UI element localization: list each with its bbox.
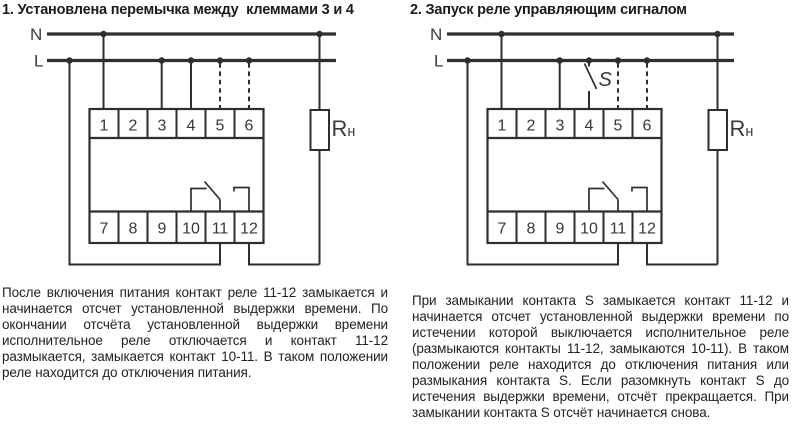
terminal-number: 1	[498, 118, 507, 135]
terminal-number: 11	[212, 221, 229, 238]
junction-dot	[216, 57, 224, 64]
terminal-number: 3	[556, 118, 565, 135]
terminal-number: 5	[614, 118, 623, 135]
terminal-number: 12	[638, 221, 656, 238]
load-resistor: Rн	[707, 109, 754, 151]
label-load: Rн	[332, 116, 356, 141]
terminal-number: 8	[527, 221, 536, 238]
power-line-n: N	[430, 25, 734, 44]
diagram2-description: При замыкании контакта S замыкается конт…	[412, 293, 789, 420]
terminal-number: 10	[580, 221, 598, 238]
power-line-n: N	[30, 25, 336, 44]
relay-contact	[190, 180, 250, 212]
terminal-number: 7	[100, 221, 109, 238]
control-switch: S	[583, 60, 613, 109]
resistor-body	[309, 109, 330, 151]
terminal-number: 7	[498, 221, 507, 238]
terminal-number: 5	[216, 118, 225, 135]
terminal-number: 8	[129, 221, 138, 238]
terminal-box: 1 2 3 4 5 6 7 8 9 10 11 12	[486, 107, 663, 245]
power-line-l: L	[34, 52, 336, 71]
wire-terminal-12-to-load	[646, 243, 718, 266]
label-n: N	[30, 25, 42, 44]
diagram-panel-jumper: 1. Установлена перемычка между клеммами …	[2, 2, 388, 380]
terminal-number: 6	[643, 118, 652, 135]
junction-dot	[245, 57, 253, 64]
wire-l-to-terminal-11	[466, 60, 619, 266]
label-switch: S	[599, 69, 613, 91]
terminal-number: 6	[245, 118, 254, 135]
label-n: N	[430, 25, 442, 44]
diagram1-schematic: N L	[30, 25, 356, 266]
terminal-number: 11	[610, 221, 627, 238]
switch-blade	[583, 63, 598, 90]
power-line-l: L	[434, 52, 734, 71]
terminal-number: 9	[158, 221, 167, 238]
terminal-number: 1	[100, 118, 109, 135]
resistor-body	[707, 109, 728, 151]
diagram2-title: 2. Запуск реле управляющим сигналом	[410, 2, 687, 18]
terminal-number: 3	[158, 118, 167, 135]
contact-blade	[203, 180, 221, 201]
terminal-number: 9	[556, 221, 565, 238]
terminal-number: 10	[182, 221, 200, 238]
relay-contact	[588, 180, 648, 212]
wire-l-to-terminal-11	[68, 60, 221, 266]
label-load: Rн	[730, 116, 754, 141]
contact-blade	[601, 180, 619, 201]
terminal-number: 4	[187, 118, 196, 135]
terminal-number: 4	[585, 118, 594, 135]
terminal-box: 1 2 3 4 5 6 7 8 9 10 11 12	[88, 107, 265, 245]
label-l: L	[34, 52, 43, 71]
label-l: L	[434, 52, 443, 71]
diagram1-title: 1. Установлена перемычка между клеммами …	[2, 2, 354, 18]
junction-dot	[643, 57, 651, 64]
wire-terminal-12-to-load	[248, 243, 320, 266]
junction-dot	[614, 57, 622, 64]
diagram1-description: После включения питания контакт реле 11-…	[2, 285, 388, 380]
terminal-number: 2	[129, 118, 138, 135]
load-resistor: Rн	[309, 109, 356, 151]
diagram-panel-control-signal: 2. Запуск реле управляющим сигналом N L	[398, 0, 800, 426]
diagram2-schematic: N L	[430, 25, 754, 266]
terminal-number: 2	[527, 118, 536, 135]
terminal-number: 12	[240, 221, 258, 238]
